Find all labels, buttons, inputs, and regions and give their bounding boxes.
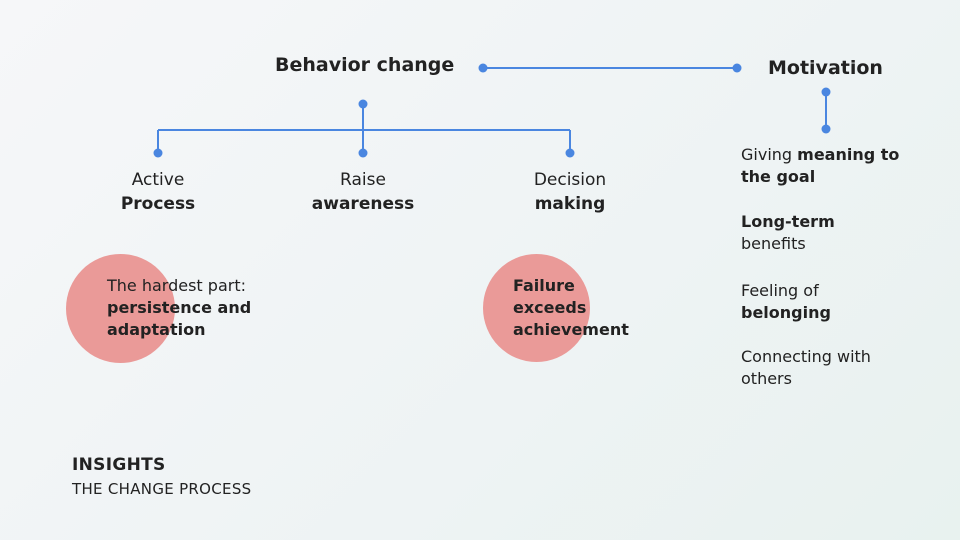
branch-active-process: Active Process [88, 168, 228, 216]
branch-decision-making: Decision making [500, 168, 640, 216]
dot-motivation-top [821, 87, 831, 97]
motivation-item-long-term: Long-term benefits [741, 211, 921, 255]
dot-branch-right [565, 148, 575, 158]
branch-line2: awareness [311, 194, 415, 214]
dot-motivation-left [732, 63, 742, 73]
motivation-item-belonging: Feeling of belonging [741, 280, 921, 324]
branch-line1: Decision [533, 170, 607, 190]
motivation-item-meaning: Giving meaning to the goal [741, 145, 900, 186]
callout-circle-right [483, 254, 590, 362]
callout-hardest-pre: The hardest part: [107, 276, 246, 295]
callout-failure-text: Failure exceeds achievement [513, 275, 648, 341]
root-node-title: Behavior change [275, 54, 455, 76]
callout-hardest-bold: persistence and adaptation [107, 298, 252, 339]
callout-circle-left [66, 254, 175, 363]
motivation-item-long-term-post: benefits [741, 234, 806, 253]
dot-motivation-bottom [821, 124, 831, 134]
footer-subtitle: THE CHANGE PROCESS [72, 480, 252, 498]
branch-line1: Raise [340, 170, 386, 190]
branch-raise-awareness: Raise awareness [288, 168, 438, 216]
branch-line2: Process [120, 194, 196, 214]
motivation-item-connecting: Connecting with others [741, 347, 871, 388]
footer-title: INSIGHTS [72, 455, 166, 475]
motivation-title: Motivation [768, 57, 883, 79]
callout-hardest-text: The hardest part: persistence and adapta… [107, 275, 307, 341]
motivation-item-belonging-pre: Feeling of [741, 281, 819, 300]
branch-line1: Active [131, 170, 185, 190]
dot-root-bottom [358, 99, 368, 109]
dot-root-right [478, 63, 488, 73]
dot-branch-left [153, 148, 163, 158]
branch-line2: making [534, 194, 606, 214]
callout-failure-bold: Failure exceeds achievement [513, 276, 629, 339]
dot-branch-center [358, 148, 368, 158]
